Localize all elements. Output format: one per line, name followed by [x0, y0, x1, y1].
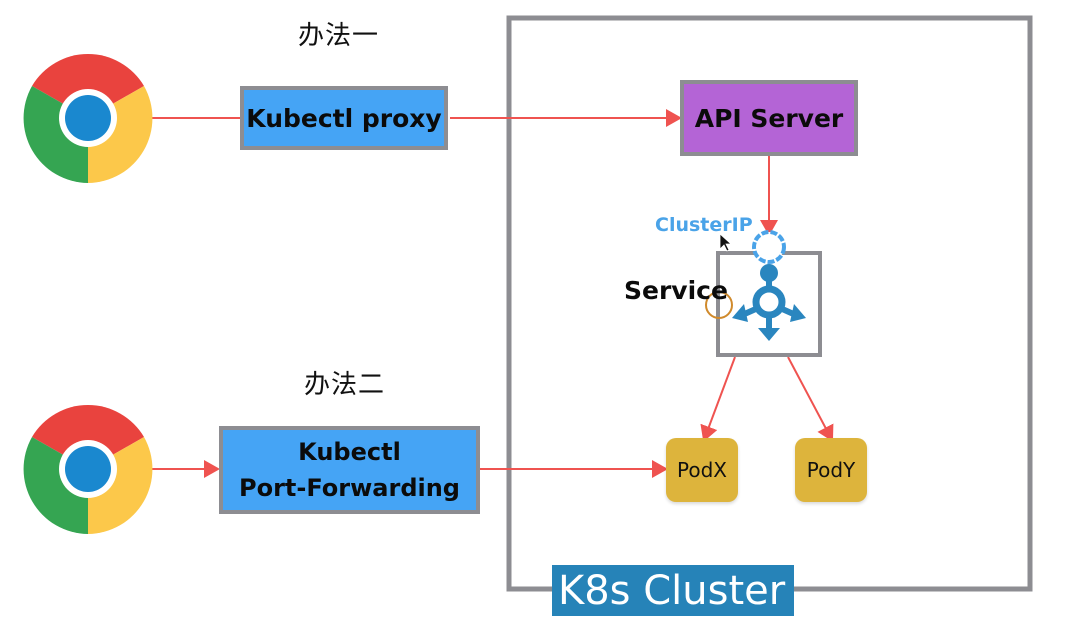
method-2-heading: 办法二 [304, 370, 386, 400]
kubectl-proxy-label: Kubectl proxy [246, 103, 442, 133]
cluster-ip-ring-icon [752, 230, 786, 264]
port-forwarding-label-line2: Port-Forwarding [239, 474, 460, 502]
service-icon [732, 264, 806, 341]
cluster-ip-label: ClusterIP [655, 214, 753, 236]
chrome-icon-2 [23, 405, 153, 534]
pod-x-label: PodX [677, 458, 727, 482]
api-server-label: API Server [694, 103, 844, 133]
kubectl-proxy-box: Kubectl proxy [244, 90, 444, 146]
method-1-heading: 办法一 [298, 21, 380, 51]
mouse-pointer-icon [719, 233, 733, 252]
pod-x: PodX [666, 438, 738, 502]
service-label: Service [624, 276, 728, 305]
chrome-icon-1 [23, 54, 153, 183]
arrow-service-to-pody [787, 356, 834, 442]
k8s-cluster-label-text: K8s Cluster [558, 567, 786, 614]
arrow-service-to-podx [700, 356, 736, 442]
api-server-box: API Server [684, 84, 854, 152]
k8s-cluster-label: K8s Cluster [552, 565, 794, 616]
kubectl-port-forwarding-box: Kubectl Port-Forwarding [223, 430, 476, 510]
cursor-highlight-icon [705, 291, 733, 319]
pod-y-label: PodY [806, 458, 856, 482]
port-forwarding-label-line1: Kubectl [298, 438, 401, 466]
pod-y: PodY [795, 438, 867, 502]
